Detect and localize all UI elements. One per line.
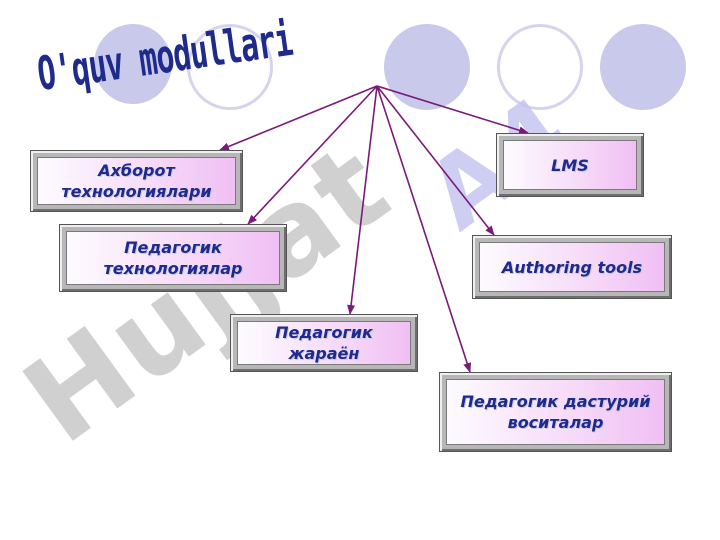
module-label: Педагогик жараён [275,323,373,363]
module-face: Authoring tools [479,242,665,292]
module-label: Ахборот технологиялари [61,161,212,201]
module-label: Педагогик дастурий воситалар [460,392,651,432]
module-label: Authoring tools [501,257,643,277]
module-face: Педагогик жараён [237,321,411,365]
module-box-axborot: Ахборот технологиялари [30,150,243,212]
module-box-lms: LMS [496,133,644,197]
module-face: LMS [503,140,637,190]
module-face: Ахборот технологиялари [37,157,236,205]
module-label: LMS [551,155,589,175]
module-box-pedtex: Педагогик технологиялар [59,224,287,292]
decor-circle [384,24,470,110]
module-box-authoring: Authoring tools [472,235,672,299]
decor-circle [94,24,172,104]
module-box-dastur: Педагогик дастурий воситалар [439,372,672,452]
module-face: Педагогик технологиялар [66,231,280,285]
decor-circle [600,24,686,110]
module-face: Педагогик дастурий воситалар [446,379,665,445]
module-label: Педагогик технологиялар [103,238,243,278]
decor-ring [497,24,583,110]
module-box-jarayon: Педагогик жараён [230,314,418,372]
